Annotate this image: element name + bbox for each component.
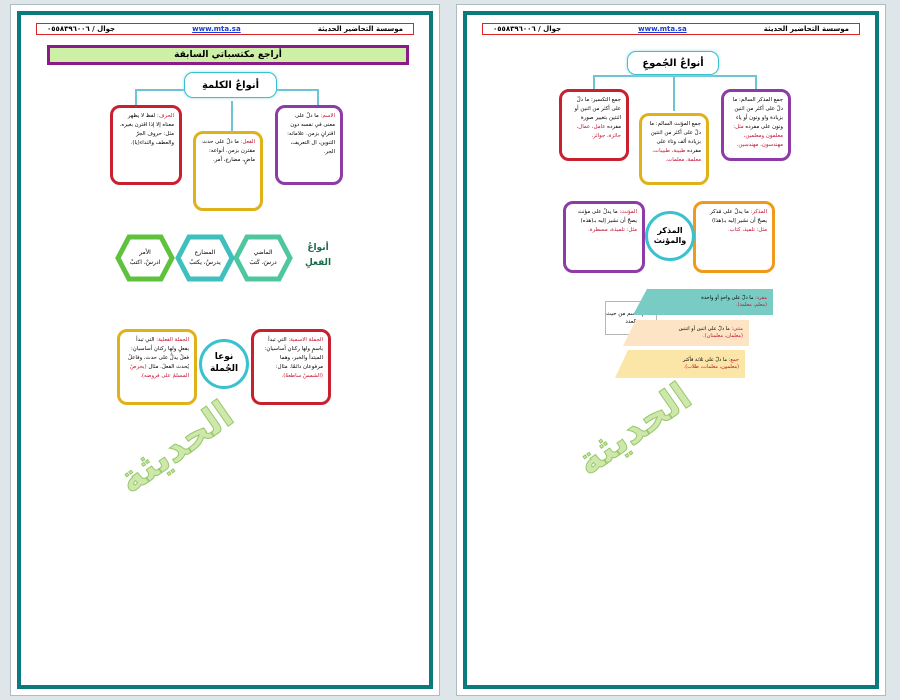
connector	[317, 89, 319, 107]
masc-plural-example: مثل: معلمون ومعلمين، مهندسون، مهندسين.	[733, 123, 783, 148]
review-banner: أراجع مكتسباتي السابقة	[47, 45, 409, 65]
connector	[231, 101, 233, 131]
number-title-text: أقسام الاسم من حيث العدد	[606, 310, 656, 325]
nominal-sentence-example: (الشمسُ ساطعةٌ).	[281, 372, 323, 379]
masc-plural-text: ما دلّ على أكثر من اثنين بزيادة واو ونون…	[732, 97, 783, 130]
verb-type-present-name: المضارع	[194, 248, 216, 256]
nominal-sentence-term: الجملة الاسمية:	[288, 337, 323, 343]
dual-term: مثنى:	[731, 325, 743, 332]
plural-example: (معلمون، معلمات، طلاب).	[683, 364, 739, 370]
verbal-sentence-example: (يحرصُ المسلمُ على فروضه).	[130, 363, 189, 379]
header-phone: جوال / ٠٥٥٨٣٩٦٠٠٦	[493, 25, 562, 33]
header-site-link[interactable]: www.mta.sa	[638, 25, 687, 33]
noun-card: الاسم: ما دلّ على معنى في نفسه دون اقترا…	[275, 105, 343, 185]
verb-text: ما دلّ على حدث مقترن بزمن. أنواعه: ماضٍ،…	[202, 139, 255, 163]
broken-plural-text: ما دلّ على أكثر من اثنين أو اثنتين بتغيي…	[574, 97, 621, 130]
particle-card: الحرف: لفظ لا يظهر معناه إلا إذا اقترن ب…	[110, 105, 182, 185]
verb-type-present-example: يدرسُ، يكتبُ	[189, 259, 221, 266]
right-page: موسسة التحاضير الحديثة www.mta.sa جوال /…	[456, 4, 886, 696]
header-org: موسسة التحاضير الحديثة	[763, 25, 849, 33]
masculine-example: مثل: تلميذ، كتاب.	[727, 226, 767, 233]
page-header: موسسة التحاضير الحديثة www.mta.sa جوال /…	[36, 23, 414, 35]
page-header: موسسة التحاضير الحديثة www.mta.sa جوال /…	[482, 23, 860, 35]
word-types-title: أنواعُ الكلمةِ	[184, 72, 277, 98]
verb-card: الفعل: ما دلّ على حدث مقترن بزمن. أنواعه…	[193, 131, 263, 211]
plural-text: ما دلّ على ثلاثة فأكثر	[682, 356, 728, 363]
masculine-card: المذكر: ما يدلّ على مُذكر يصحّ أن نشير إ…	[693, 201, 775, 273]
masculine-text: ما يدلّ على مُذكر يصحّ أن نشير إليه بـ(ه…	[710, 209, 767, 224]
verbal-sentence-text: التي تبدأ بفعلٍ ولها ركنانِ أساسيانِ: فع…	[128, 337, 189, 370]
page-frame	[17, 11, 433, 689]
header-phone: جوال / ٠٥٥٨٣٩٦٠٠٦	[47, 25, 116, 33]
connector	[135, 89, 137, 107]
fem-plural-example: طبيبة، طبيبات، معلمة، معلمات.	[652, 147, 701, 163]
plurals-title: أنواعُ الجُموعِ	[627, 51, 719, 75]
verb-type-present: المضارع يدرسُ، يكتبُ	[175, 234, 235, 282]
feminine-text: ما يدلّ على مؤنث يصحّ أن نشير إليه بـ(هذ…	[577, 209, 637, 224]
gender-title-text: المذكر والمؤنث	[653, 225, 687, 245]
header-site-link[interactable]: www.mta.sa	[192, 25, 241, 33]
dual-text: ما دلّ على اثنين أو اثنتين	[678, 325, 730, 332]
plural-ribbon: جمع: ما دلّ على ثلاثة فأكثر (معلمون، معل…	[615, 350, 745, 378]
connector	[755, 75, 757, 91]
verbal-sentence-term: الجملة الفعلية:	[156, 337, 189, 343]
nominal-sentence-card: الجملة الاسمية: التي تبدأ باسمٍ ولها ركن…	[251, 329, 331, 405]
fem-plural-term: جمع المؤنث السالم:	[655, 121, 701, 127]
sentence-types-title: نوعا الجُملة	[199, 339, 249, 389]
plurals-title-text: أنواعُ الجُموعِ	[642, 57, 704, 69]
broken-plural-term: جمع التكسير:	[590, 97, 621, 103]
broken-plural-card: جمع التكسير: ما دلّ على أكثر من اثنين أو…	[559, 89, 629, 161]
particle-text: لفظ لا يظهر معناه إلا إذا اقترن بغيره. م…	[119, 113, 174, 146]
broken-plural-example: عامل، عمال، جائزة، جوائز.	[576, 123, 621, 139]
noun-text: ما دلّ على معنى في نفسه دون اقترانٍ بزمن…	[287, 113, 335, 155]
sentence-types-title-text: نوعا الجُملة	[209, 352, 239, 374]
particle-term: الحرف:	[157, 113, 174, 119]
nominal-sentence-text: التي تبدأ باسمٍ ولها ركنانِ أساسيانِ: ال…	[264, 337, 323, 370]
feminine-card: المؤنث: ما يدلّ على مؤنث يصحّ أن نشير إل…	[563, 201, 645, 273]
masc-plural-term: جمع المذكر السالم:	[738, 97, 783, 103]
verb-type-past-name: الماضي	[253, 248, 273, 256]
singular-text: ما دلّ على واحدٍ أو واحدة	[701, 294, 754, 301]
fem-plural-card: جمع المؤنث السالم: ما دلّ على أكثر من اث…	[639, 113, 709, 185]
connector	[593, 75, 757, 77]
verbal-sentence-card: الجملة الفعلية: التي تبدأ بفعلٍ ولها ركن…	[117, 329, 197, 405]
verb-types-title-text: أنواعُ الفعلِ	[304, 243, 332, 269]
header-org: موسسة التحاضير الحديثة	[317, 25, 403, 33]
verb-type-past-example: درسَ، كَتبَ	[249, 259, 277, 266]
review-banner-text: أراجع مكتسباتي السابقة	[174, 50, 282, 60]
masculine-term: المذكر:	[750, 209, 767, 215]
left-page: موسسة التحاضير الحديثة www.mta.sa جوال /…	[10, 4, 440, 696]
fem-plural-text: ما دلّ على أكثر من اثنتين بزيادة ألف وتا…	[649, 121, 701, 154]
verb-term: الفعل:	[240, 139, 255, 145]
feminine-term: المؤنث:	[619, 209, 637, 215]
feminine-example: مثل: تلميذة، مسطرة.	[588, 226, 637, 233]
dual-ribbon: مثنى: ما دلّ على اثنين أو اثنتين (معلمان…	[623, 320, 749, 346]
verb-type-imperative: الأمر ادرسْ، اكتبْ	[115, 234, 175, 282]
page-frame	[463, 11, 879, 689]
verb-type-imperative-name: الأمر	[139, 248, 151, 256]
singular-term: مفرد:	[755, 294, 767, 301]
noun-term: الاسم:	[320, 113, 336, 119]
masc-plural-card: جمع المذكر السالم: ما دلّ على أكثر من اث…	[721, 89, 791, 161]
dual-example: (معلمان، معلمتان).	[703, 333, 743, 339]
plural-term: جمع:	[728, 356, 739, 363]
verb-type-past: الماضي درسَ، كَتبَ	[233, 234, 293, 282]
gender-title: المذكر والمؤنث	[645, 211, 695, 261]
singular-ribbon: مفرد: ما دلّ على واحدٍ أو واحدة (معلم، م…	[633, 289, 773, 315]
connector	[593, 75, 595, 91]
verb-type-imperative-example: ادرسْ، اكتبْ	[129, 259, 161, 266]
word-types-title-text: أنواعُ الكلمةِ	[201, 79, 260, 91]
singular-example: (معلم، معلمة).	[735, 302, 767, 308]
verb-types-title: أنواعُ الفعلِ	[293, 241, 343, 272]
connector	[673, 69, 675, 111]
